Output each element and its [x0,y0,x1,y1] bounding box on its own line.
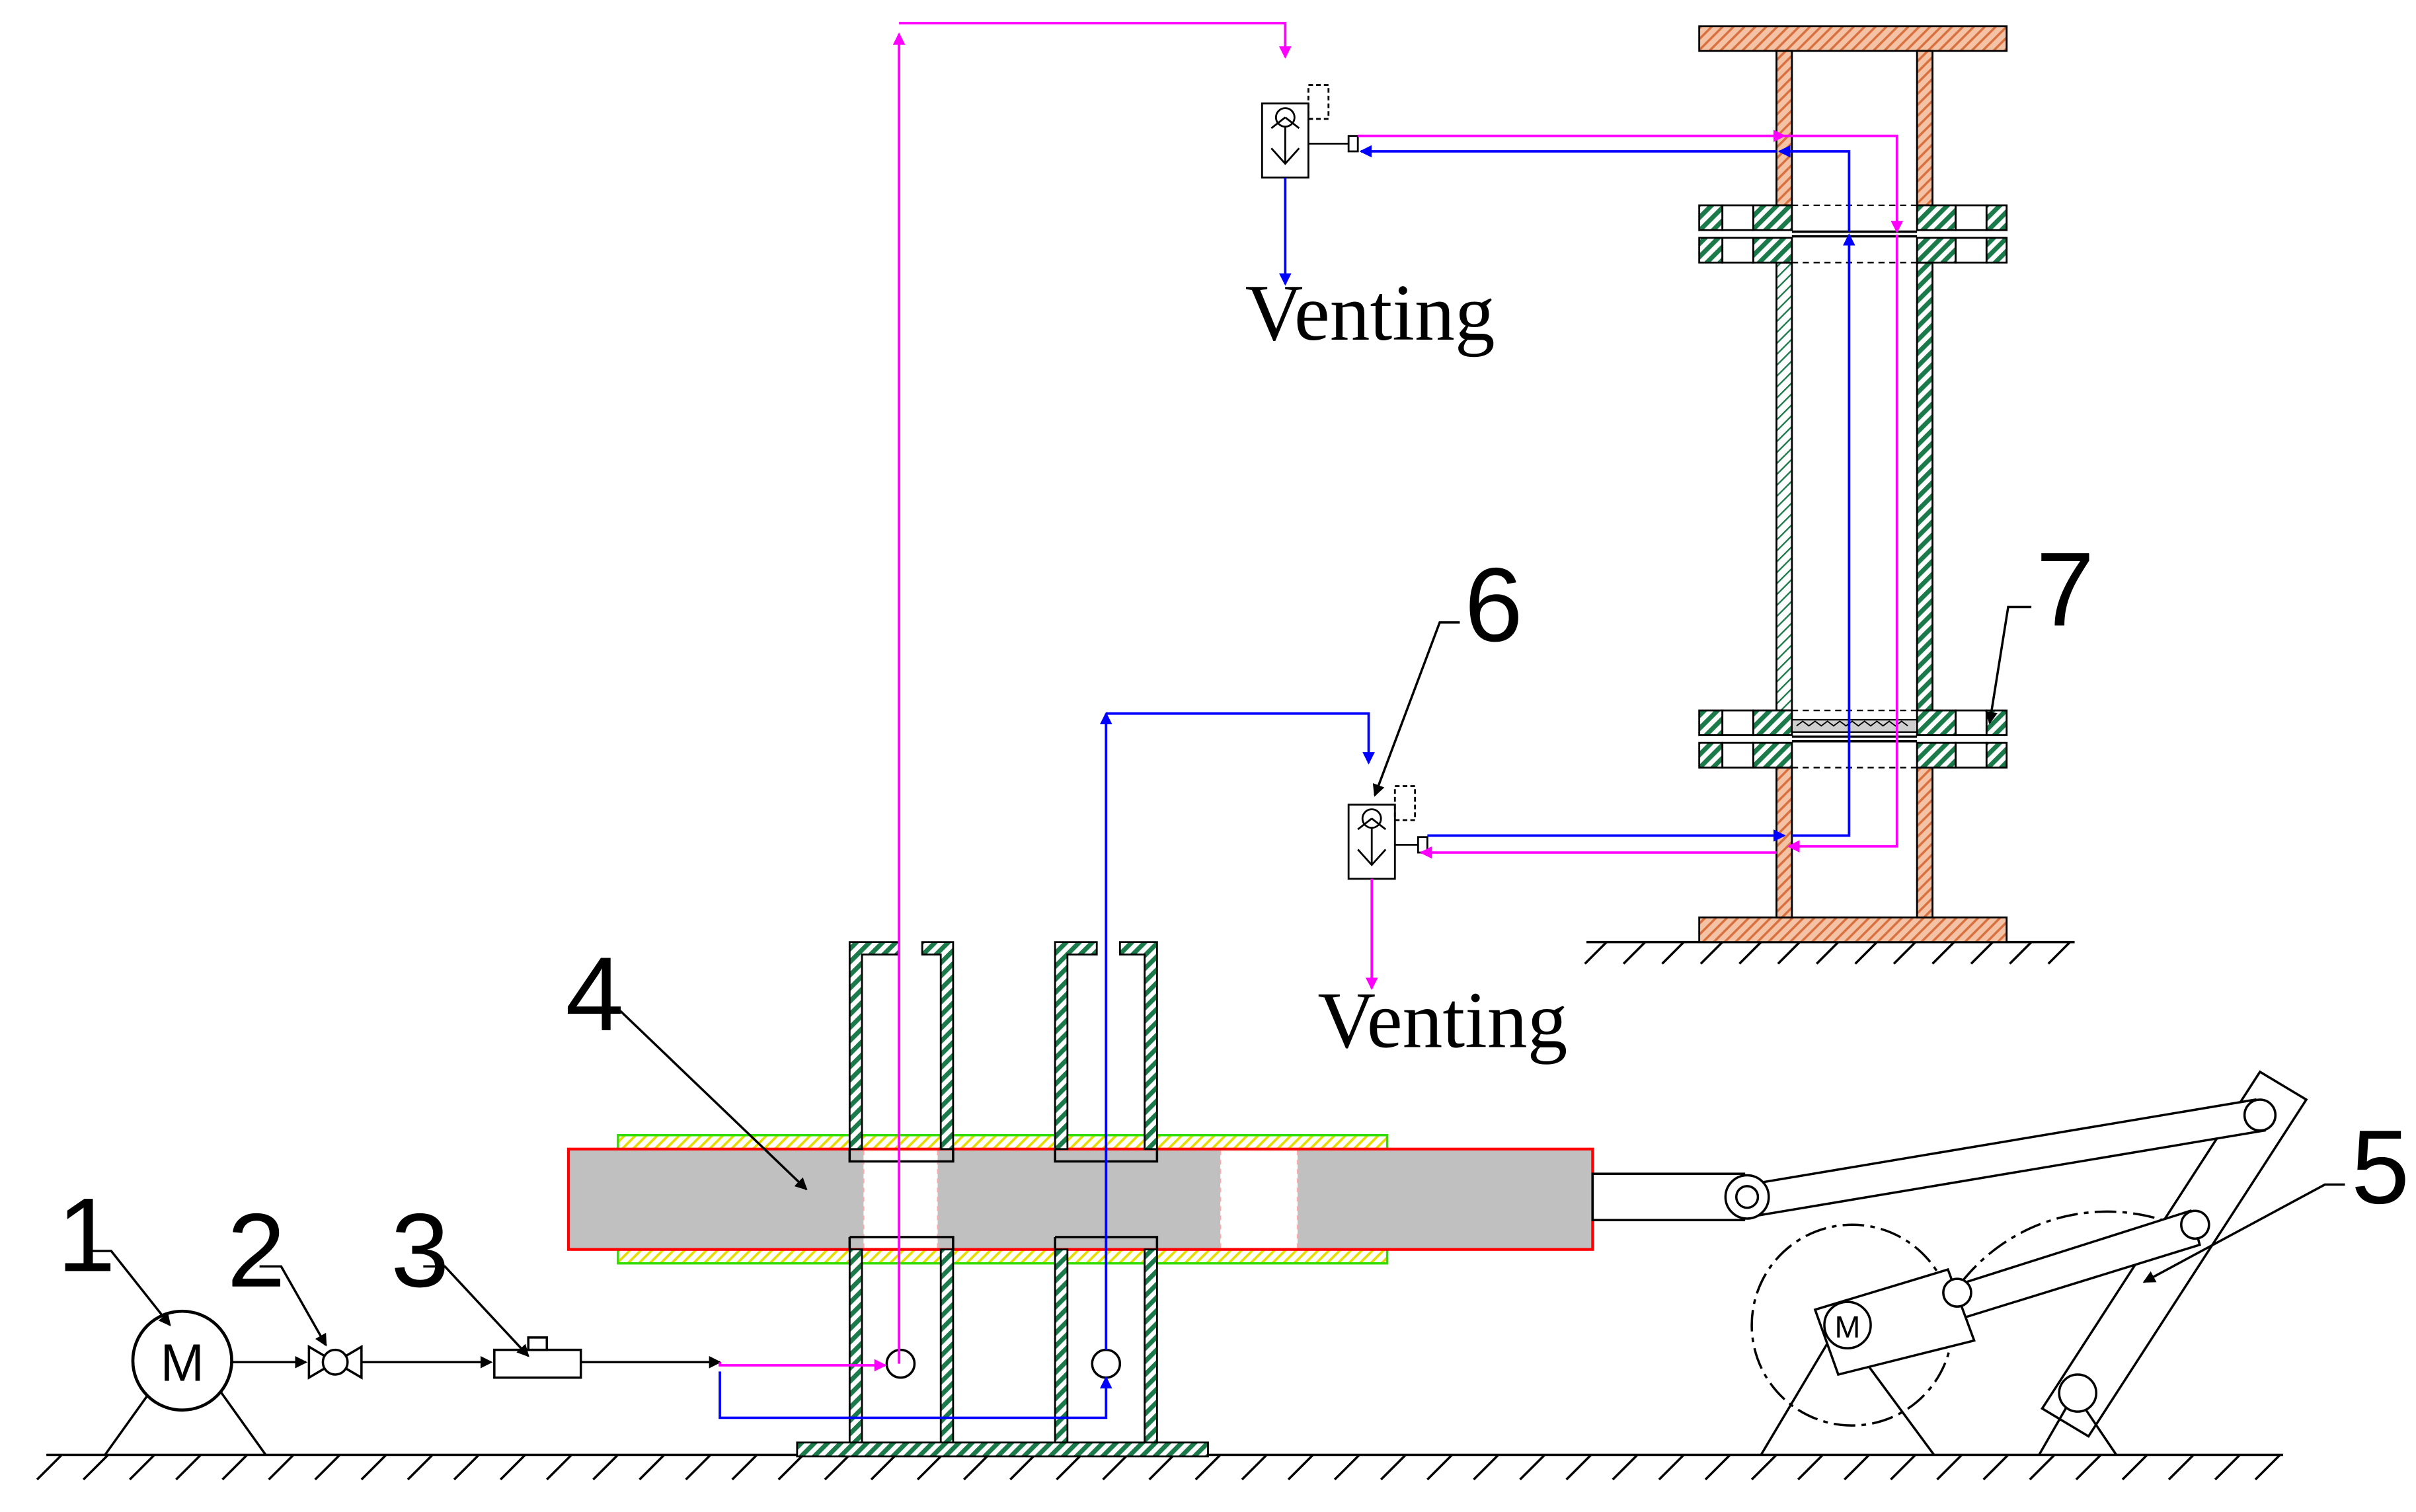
slide-valve-assembly [566,1134,1746,1265]
flowmeter [493,1336,582,1379]
label-5: 5 [2351,1108,2409,1226]
magenta-flow-lines [719,22,1904,1372]
motor: M [104,1309,267,1456]
motor-label: M [161,1333,204,1392]
crank-mechanism: M [1724,1070,2308,1456]
label-1: 1 [57,1176,115,1293]
lower-tower-right [1054,1236,1159,1445]
valve [307,1344,363,1380]
lower-tower-left [848,1236,955,1445]
label-4: 4 [565,935,623,1053]
column [1698,25,2008,944]
upper-tower-left [848,941,955,1163]
blue-flow-lines [719,145,1855,1419]
base-plate [796,1441,1209,1458]
three-way-valve-top [1261,84,1359,179]
leader-lines [88,605,2345,1357]
label-7: 7 [2036,531,2094,648]
small-motor-label: M [1835,1310,1861,1344]
label-6: 6 [1464,546,1522,663]
three-way-valve-bottom [1347,785,1428,880]
label-3: 3 [391,1191,449,1309]
ground-column [1584,940,2075,965]
label-2: 2 [227,1191,286,1309]
venting-label-bottom: Venting [1317,977,1567,1065]
ground-main [36,1453,2284,1481]
venting-label-top: Venting [1245,269,1495,358]
